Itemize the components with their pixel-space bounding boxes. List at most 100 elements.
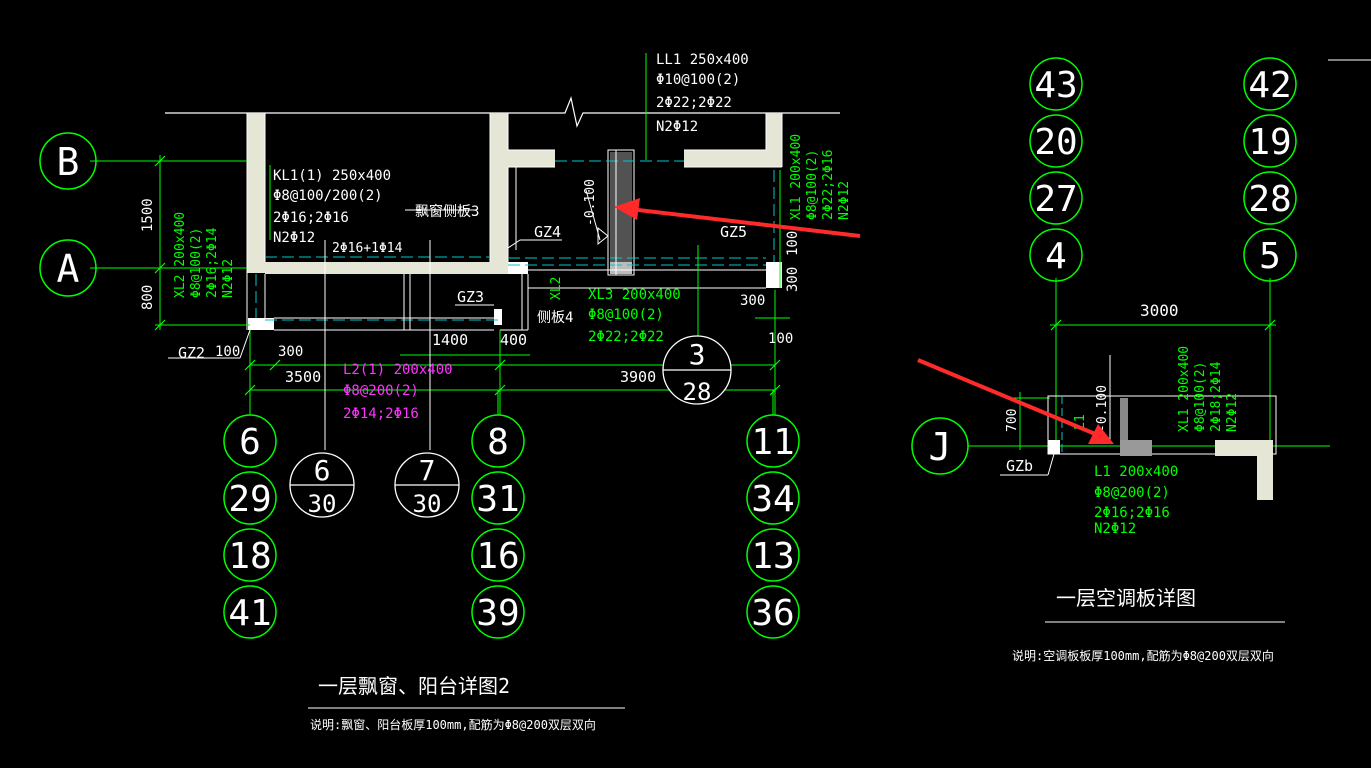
axis-bubble [1243, 171, 1297, 225]
axis-bubble-label: 43 [1034, 65, 1077, 106]
section-7-top: 7 [419, 454, 436, 487]
dim-1400: 1400 [432, 331, 468, 349]
beam-edges [246, 150, 766, 331]
leader-lines [168, 189, 601, 450]
red-arrow-1-shaft [629, 207, 861, 238]
ac-l1-stirrup: Φ8@200(2) [1094, 485, 1170, 501]
xl2-bars: 2Φ16;2Φ14 [205, 227, 220, 298]
axis-bubble-label: 11 [751, 422, 794, 463]
dimension-ticks [154, 155, 781, 396]
right-detail-title: 一层空调板详图 [1056, 586, 1196, 610]
axis-bubble [1243, 57, 1297, 111]
ac-slab-outline [1047, 395, 1277, 455]
gz5-label: GZ5 [720, 223, 747, 241]
dim-1500: 1500 [140, 198, 156, 232]
bay-window-board-label: 飘窗侧板3 [415, 203, 479, 220]
axis-bubble-label: 39 [476, 593, 519, 634]
axis-bubble-b [39, 132, 97, 190]
xl2-vertical-annotation: XL2 200x400 Φ8@100(2) 2Φ16;2Φ14 N2Φ12 [173, 212, 236, 298]
beam-centerlines [255, 160, 775, 321]
axis-bubble [223, 528, 277, 582]
bay-window-rebar-label: 2Φ16+1Φ14 [332, 241, 403, 256]
axis-bubble [223, 585, 277, 639]
left-detail: B A LL1 250x400 Φ10@100(2) 2Φ22;2Φ22 N2Φ… [39, 52, 852, 732]
dimension-lines [90, 53, 790, 420]
left-detail-note: 说明:飘窗、阳台板厚100mm,配筋为Φ8@200双层双向 [310, 717, 596, 732]
wall-mid-vertical [490, 113, 508, 273]
axis-bubble [1029, 57, 1083, 111]
ac-wall-horizontal [1215, 440, 1257, 456]
column-gz2 [248, 318, 274, 330]
ll1-bars: 2Φ22;2Φ22 [656, 95, 732, 111]
axis-bubble-label: 6 [239, 422, 261, 463]
l2-bars: 2Φ14;2Φ16 [343, 406, 419, 422]
ac-l1-bars: 2Φ16;2Φ16 [1094, 505, 1170, 521]
gz3-label: GZ3 [457, 288, 484, 306]
kl1-torsion: N2Φ12 [273, 230, 315, 246]
xl2-short-label: XL2 [549, 277, 564, 300]
column-gz3 [494, 309, 502, 325]
dim-400: 400 [500, 331, 527, 349]
section-6-top: 6 [314, 454, 331, 487]
axis-bubble [471, 471, 525, 525]
axis-bubble [746, 585, 800, 639]
dim-300-vertical-right: 300 [785, 267, 801, 292]
red-arrow-2-head [1088, 424, 1114, 444]
axis-bubble-label: 18 [228, 536, 271, 577]
axis-bubble-label: 31 [476, 479, 519, 520]
wall-left-vertical [247, 113, 265, 273]
kl1-name: KL1(1) 250x400 [273, 168, 391, 184]
axis-bubble-label: 41 [228, 593, 271, 634]
wall-outlines [246, 113, 783, 273]
red-arrow-2-shaft [917, 358, 1101, 438]
elevation-label: -0.100 [583, 179, 598, 226]
dim-3000-tick-right [1264, 319, 1276, 331]
wall-mid-horizontal [508, 150, 555, 167]
red-arrows [614, 198, 1114, 444]
dim-300-right: 300 [740, 293, 765, 309]
wall-right-horizontal [684, 150, 782, 167]
ll1-beam-base [610, 262, 632, 274]
axis-bubble-label: 19 [1248, 122, 1291, 163]
dim-700: 700 [1005, 409, 1020, 432]
ac-xl1-stirrup: Φ8@100(2) [1193, 362, 1208, 432]
ll1-stirrup: Φ10@100(2) [656, 72, 740, 88]
axis-bubble-label: 27 [1034, 179, 1077, 220]
ac-xl1-bars: 2Φ18;2Φ14 [1209, 361, 1224, 432]
axis-bubble [1029, 171, 1083, 225]
elevation-marker [597, 226, 609, 246]
l2-stirrup: Φ8@200(2) [343, 383, 419, 399]
section-ref-bottom: 28 [683, 378, 712, 406]
axis-bubble [223, 471, 277, 525]
xl1-name: XL1 200x400 [789, 134, 804, 220]
ll1-torsion: N2Φ12 [656, 119, 698, 135]
column-gz4-block [508, 262, 528, 274]
dim-3000-tick-left [1050, 319, 1062, 331]
ac-l1-torsion: N2Φ12 [1094, 521, 1136, 537]
dim-3500: 3500 [285, 368, 321, 386]
left-detail-title: 一层飘窗、阳台详图2 [318, 674, 510, 698]
dim-100-bottom-right: 100 [768, 331, 793, 347]
axis-bubble [746, 471, 800, 525]
section-6-bottom: 30 [308, 490, 337, 518]
xl1-vertical-annotation: XL1 200x400 Φ8@100(2) 2Φ22;2Φ16 N2Φ12 [789, 134, 852, 220]
axis-bubble [223, 414, 277, 468]
red-arrow-1-head [614, 198, 640, 220]
gzb-leader-d [1047, 453, 1055, 476]
axis-bubble-label: 16 [476, 536, 519, 577]
xl1-torsion: N2Φ12 [837, 181, 852, 220]
xl2-torsion: N2Φ12 [221, 259, 236, 298]
xl2-name: XL2 200x400 [173, 212, 188, 298]
ac-beam-hatch-vertical [1120, 398, 1128, 440]
column-gzb [1048, 440, 1060, 454]
axis-bubble-label: 36 [751, 593, 794, 634]
gzb-label: GZb [1006, 457, 1033, 475]
axis-bubble [471, 528, 525, 582]
ac-elevation-label: -0.100 [1095, 385, 1110, 432]
axis-bubble-label: 13 [751, 536, 794, 577]
